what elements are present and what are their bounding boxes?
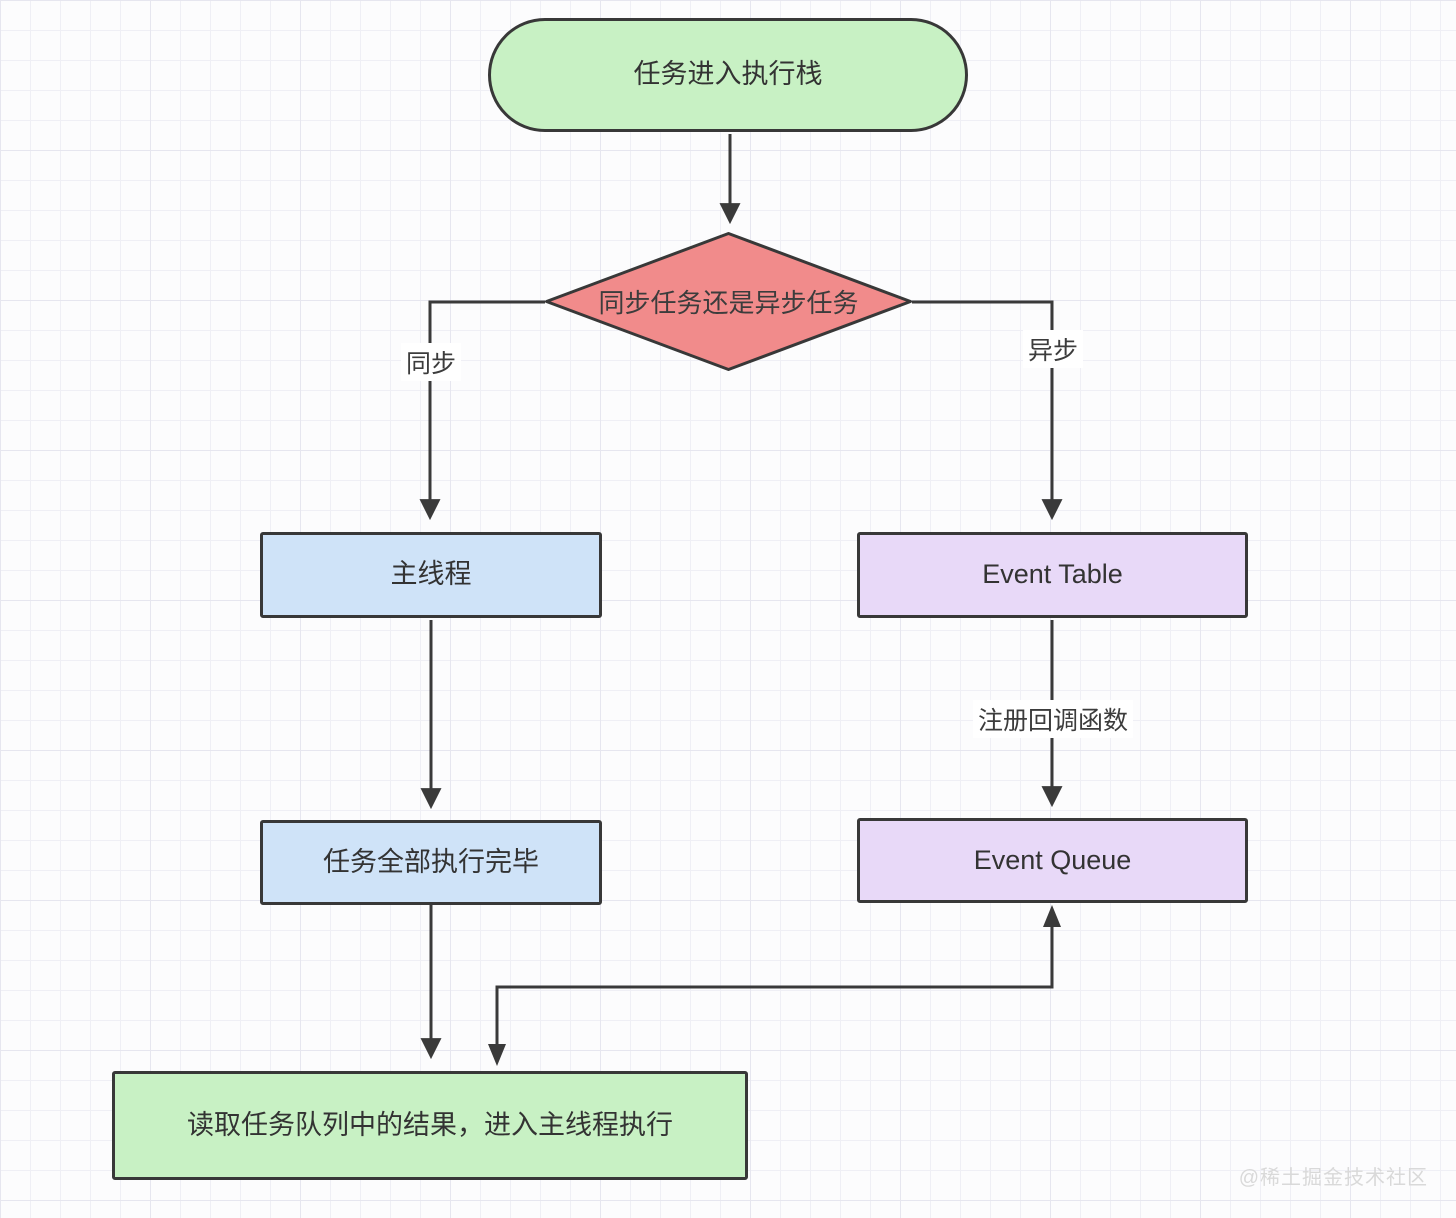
edge-label-register-callback: 注册回调函数 — [972, 700, 1134, 738]
node-event-queue: Event Queue — [857, 818, 1248, 903]
edge-decision-to-main-thread — [419, 300, 545, 521]
edge-loop-event-queue-read-result — [495, 924, 1054, 1046]
node-tasks-done: 任务全部执行完毕 — [260, 820, 602, 905]
node-event-table-label: Event Table — [982, 559, 1123, 590]
node-start: 任务进入执行栈 — [488, 18, 968, 132]
node-event-queue-label: Event Queue — [973, 844, 1132, 875]
node-event-table: Event Table — [857, 532, 1248, 618]
node-read-result-label: 读取任务队列中的结果，进入主线程执行 — [187, 1109, 673, 1140]
node-decision: 同步任务还是异步任务 — [543, 231, 914, 372]
node-main-thread-label: 主线程 — [390, 559, 472, 590]
watermark: @稀土掘金技术社区 — [1238, 1167, 1428, 1189]
node-tasks-done-label: 任务全部执行完毕 — [323, 846, 539, 877]
node-read-result: 读取任务队列中的结果，进入主线程执行 — [112, 1071, 748, 1180]
diamond-shape — [545, 232, 912, 371]
loop-arrowhead-down-icon — [488, 1044, 506, 1066]
edge-label-async: 异步 — [1022, 330, 1084, 368]
node-decision-label: 同步任务还是异步任务 — [598, 288, 859, 318]
loop-arrowhead-up-icon — [1043, 905, 1061, 927]
edge-label-sync: 同步 — [400, 343, 462, 381]
node-start-label: 任务进入执行栈 — [633, 59, 823, 90]
node-main-thread: 主线程 — [260, 532, 602, 618]
